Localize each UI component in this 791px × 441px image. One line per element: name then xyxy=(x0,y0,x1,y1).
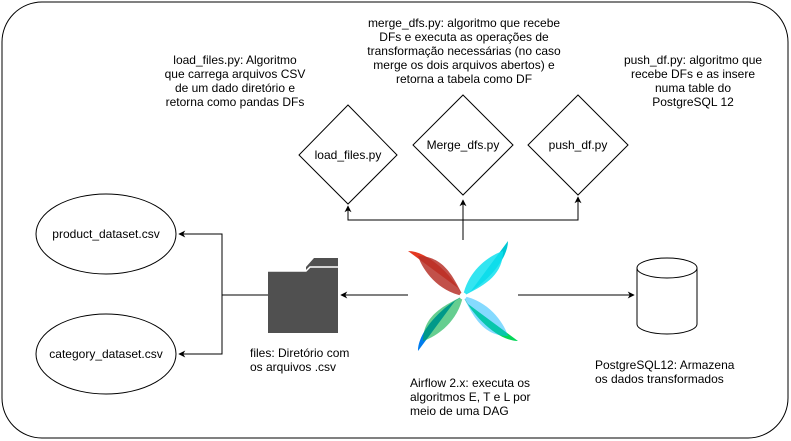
edge-airflow-push xyxy=(463,196,582,221)
merge-dfs-label: Merge_dfs.py xyxy=(426,138,500,152)
postgres-description: PostgreSQL12: Armazena os dados transfor… xyxy=(595,358,735,386)
edge-folder-product xyxy=(178,230,223,295)
airflow-description: Airflow 2.x: executa os algoritmos E, T … xyxy=(410,376,531,418)
edge-folder-category xyxy=(178,295,223,358)
folder-icon xyxy=(268,258,338,333)
load-files-node xyxy=(298,104,398,205)
load-files-label: load_files.py xyxy=(314,148,382,162)
category-dataset-label: category_dataset.csv xyxy=(49,347,163,361)
push-df-label: push_df.py xyxy=(548,138,608,152)
database-cylinder-icon xyxy=(636,257,698,335)
product-dataset-label: product_dataset.csv xyxy=(52,227,160,241)
category-dataset-node xyxy=(35,313,177,395)
edge-airflow-load xyxy=(344,205,463,221)
merge-dfs-description: merge_dfs.py: algoritmo que recebe DFs e… xyxy=(367,16,561,86)
product-dataset-node xyxy=(35,193,177,275)
files-description: files: Diretório com os arquivos .csv xyxy=(250,346,350,374)
merge-dfs-node xyxy=(412,94,514,196)
push-df-node xyxy=(527,94,629,196)
airflow-logo-icon xyxy=(408,241,518,351)
load-files-description: load_files.py: Algoritmo que carrega arq… xyxy=(164,53,306,109)
push-df-description: push_df.py: algoritmo que recebe DFs e a… xyxy=(623,53,763,109)
